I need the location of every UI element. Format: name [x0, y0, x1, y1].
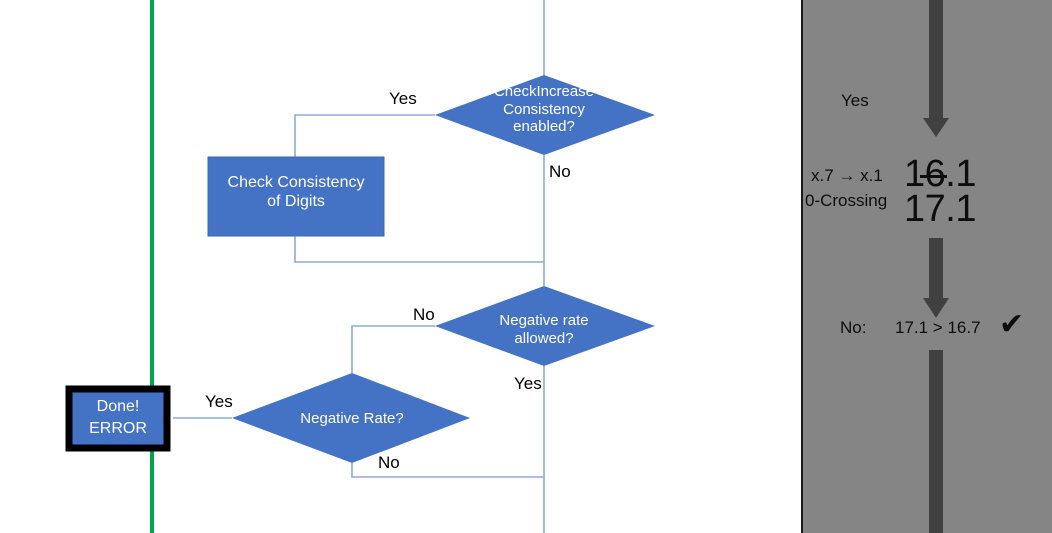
- edge-label-negative-rate-yes: Yes: [205, 392, 233, 411]
- connector-negative-rate-no: [351, 463, 545, 533]
- edge-label-checkincrease-yes: Yes: [389, 89, 417, 108]
- panel-no-label: No:: [840, 318, 867, 337]
- terminator-done-error[interactable]: [65, 385, 171, 452]
- decision-negative-rate-allowed[interactable]: [435, 286, 655, 366]
- panel-comparison: 17.1 > 16.7: [895, 318, 981, 337]
- arrow-head-upper-icon: [923, 118, 949, 137]
- panel-value-result: 17.1: [904, 188, 976, 230]
- arrow-shaft-upper: [929, 0, 943, 120]
- annotation-panel: Yes x.7 → x.1 0-Crossing 16.1 17.1 No: 1…: [801, 0, 1052, 533]
- strikethrough-mark: [920, 175, 947, 178]
- connector-negative-rate-allowed-no: [351, 325, 435, 373]
- panel-zero-crossing-label: 0-Crossing: [805, 191, 888, 210]
- edge-label-negative-rate-allowed-no: No: [413, 305, 435, 324]
- arrow-head-middle-icon: [923, 298, 949, 318]
- annotation-panel-arrows: [923, 0, 949, 533]
- process-check-consistency-of-digits[interactable]: [207, 156, 385, 237]
- checkmark-icon: ✔: [999, 308, 1025, 341]
- edge-label-checkincrease-no: No: [549, 162, 571, 181]
- panel-rounding-label: x.7 → x.1: [811, 166, 883, 185]
- edge-label-negative-rate-no: No: [378, 453, 400, 472]
- arrow-shaft-lower: [929, 350, 943, 533]
- edge-label-negative-rate-allowed-yes: Yes: [514, 374, 542, 393]
- arrow-shaft-middle: [929, 238, 943, 300]
- panel-value-struck: 16.1: [904, 153, 976, 195]
- panel-yes-label: Yes: [841, 91, 869, 110]
- decision-negative-rate[interactable]: [232, 373, 470, 463]
- decision-check-increase-consistency[interactable]: [435, 75, 655, 155]
